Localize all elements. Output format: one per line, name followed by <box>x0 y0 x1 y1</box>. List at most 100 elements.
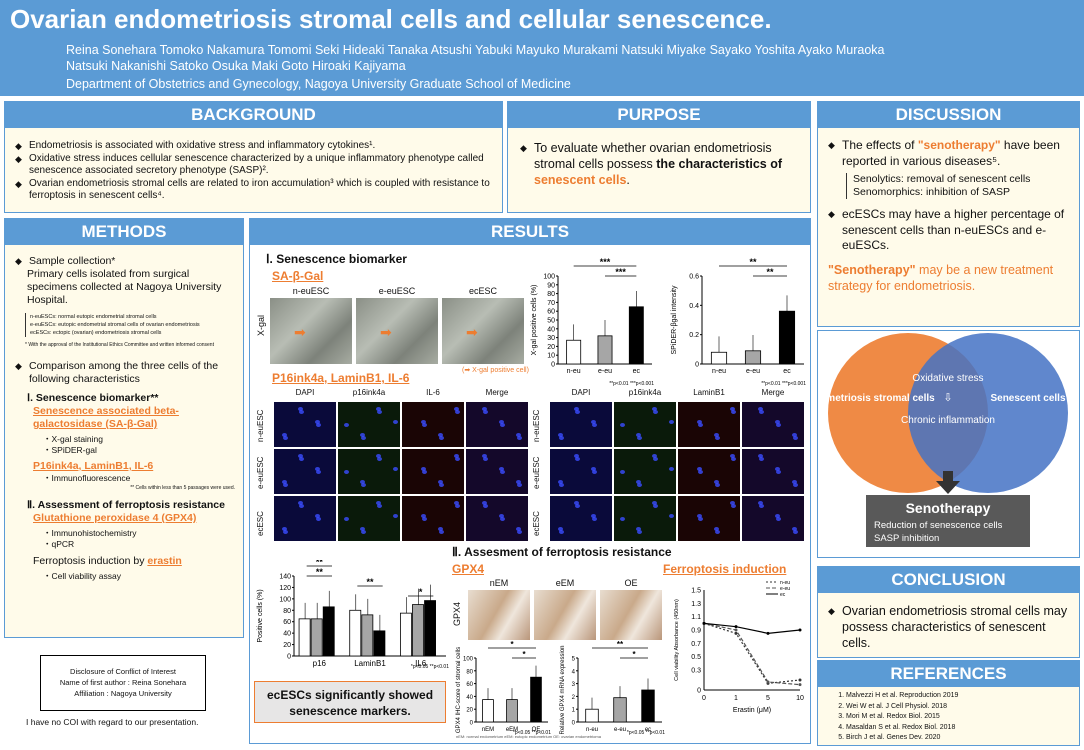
x-tick-label: 10 <box>796 695 804 702</box>
methods-sample-text: Primary cells isolated from surgical spe… <box>27 268 222 306</box>
bar <box>778 310 796 365</box>
x-tick-label: eEM <box>506 727 518 733</box>
cell-nucleus <box>421 420 426 424</box>
reference-item: Birch J et al. Genes Dev. 2020 <box>846 733 1079 744</box>
cell-nucleus <box>776 470 781 474</box>
cell-nucleus <box>792 480 797 484</box>
cell-nucleus <box>500 517 505 521</box>
y-tick-label: 80 <box>547 291 555 298</box>
methods-p16: P16ink4a, LaminB1, IL-6 <box>33 460 154 472</box>
cell-nucleus <box>455 410 460 414</box>
cell-nucleus <box>298 407 303 411</box>
cell-nucleus <box>636 433 641 437</box>
results-sabgal: SA-β-Gal <box>272 269 324 283</box>
y-tick-label: 60 <box>547 309 555 316</box>
senotherapy-statement: "Senotherapy" may be a new treatment str… <box>828 262 1054 293</box>
if-image <box>338 496 400 541</box>
cell-nucleus <box>516 433 521 437</box>
cell-nucleus <box>499 467 504 471</box>
if-col-label: Merge <box>485 388 509 397</box>
y-tick-label: 80 <box>466 669 473 675</box>
cell-nucleus <box>517 483 522 487</box>
y-tick-label: 100 <box>543 274 555 281</box>
reference-item: Wei W et al. J Cell Physiol. 2018 <box>846 702 1079 713</box>
cell-nucleus <box>697 467 702 471</box>
y-tick-label: 20 <box>547 344 555 351</box>
x-tick-label: OE <box>532 727 541 733</box>
bar <box>349 609 362 657</box>
cell-nucleus <box>775 514 780 518</box>
if-image <box>742 449 804 494</box>
xgal-col-label: n-euESC <box>292 286 330 296</box>
y-tick-label: 0.9 <box>691 628 701 635</box>
x-tick-label: 0 <box>702 695 706 702</box>
cell-nucleus <box>483 410 488 414</box>
bar <box>597 335 613 365</box>
y-tick-label: 70 <box>547 300 555 307</box>
p-value-legend: **p<0.01 ***p<0.001 <box>609 381 654 386</box>
bar <box>310 618 323 657</box>
x-tick-label: n-eu <box>567 368 581 375</box>
cell-nucleus <box>376 454 381 458</box>
results-gpx4: GPX4 <box>452 562 485 576</box>
cell-nucleus <box>574 501 579 505</box>
significance-marker: ** <box>617 640 624 649</box>
cell-nucleus <box>360 480 365 484</box>
legend-label: e-eu <box>780 586 790 592</box>
if-image <box>402 449 464 494</box>
senotherapy-line-2: SASP inhibition <box>874 533 939 544</box>
cell-nucleus <box>758 501 763 505</box>
y-axis-label: GPX4 IHC-score of stromal cells <box>456 647 462 733</box>
cell-nucleus <box>455 457 460 461</box>
if-image <box>550 449 612 494</box>
cell-nucleus <box>483 457 488 461</box>
cell-nucleus <box>283 483 288 487</box>
y-tick-label: 0.2 <box>689 332 699 339</box>
cell-nucleus <box>299 457 304 461</box>
cell-nucleus <box>482 454 487 458</box>
y-tick-label: 0.4 <box>689 303 699 310</box>
significance-marker: * <box>510 640 514 649</box>
ihc-image <box>468 590 530 640</box>
cell-nucleus <box>377 504 382 508</box>
bar <box>361 614 374 657</box>
ihc-col-label: OE <box>624 578 638 588</box>
data-point <box>798 628 802 632</box>
cell-nucleus <box>575 457 580 461</box>
cell-nucleus <box>361 483 366 487</box>
cell-nucleus <box>574 454 579 458</box>
references-heading: REFERENCES <box>818 661 1079 687</box>
significance-marker: ** <box>749 257 757 267</box>
results-p16: P16ink4a, LaminB1, IL-6 <box>272 371 410 385</box>
cell-nucleus <box>758 454 763 458</box>
authors-line-1: Reina Sonehara Tomoko Nakamura Tomomi Se… <box>66 43 885 57</box>
p-value-legend: *p<0.05 **p<0.01 <box>411 664 449 670</box>
conclusion-heading: CONCLUSION <box>818 567 1079 593</box>
p-value-legend: **p<0.01 ***p<0.001 <box>761 381 806 386</box>
methods-panel: METHODS Sample collection* Primary cells… <box>4 218 244 638</box>
if-row-label: ecESC <box>256 511 265 536</box>
y-tick-label: 80 <box>283 608 291 615</box>
results-ferro: Ferroptosis induction <box>663 562 787 576</box>
xgal-image: ➡ <box>356 298 438 364</box>
cell-nucleus <box>698 517 703 521</box>
if-image <box>678 449 740 494</box>
cell-nucleus <box>376 501 381 505</box>
y-tick-label: 1 <box>572 708 576 714</box>
series-line <box>703 622 801 686</box>
significance-marker: ** <box>366 577 374 587</box>
cell-nucleus <box>558 480 563 484</box>
y-tick-label: 140 <box>279 574 291 581</box>
x-tick-label: LaminB1 <box>354 659 386 668</box>
bar <box>424 600 436 657</box>
cell-nucleus <box>559 530 564 534</box>
significance-marker: ** <box>316 560 324 567</box>
significance-marker: *** <box>600 257 611 267</box>
significance-marker: * <box>522 650 526 659</box>
venn-right-label: Senescent cells <box>990 393 1065 404</box>
x-tick-label: p16 <box>313 659 327 668</box>
y-tick-label: 0.5 <box>691 654 701 661</box>
